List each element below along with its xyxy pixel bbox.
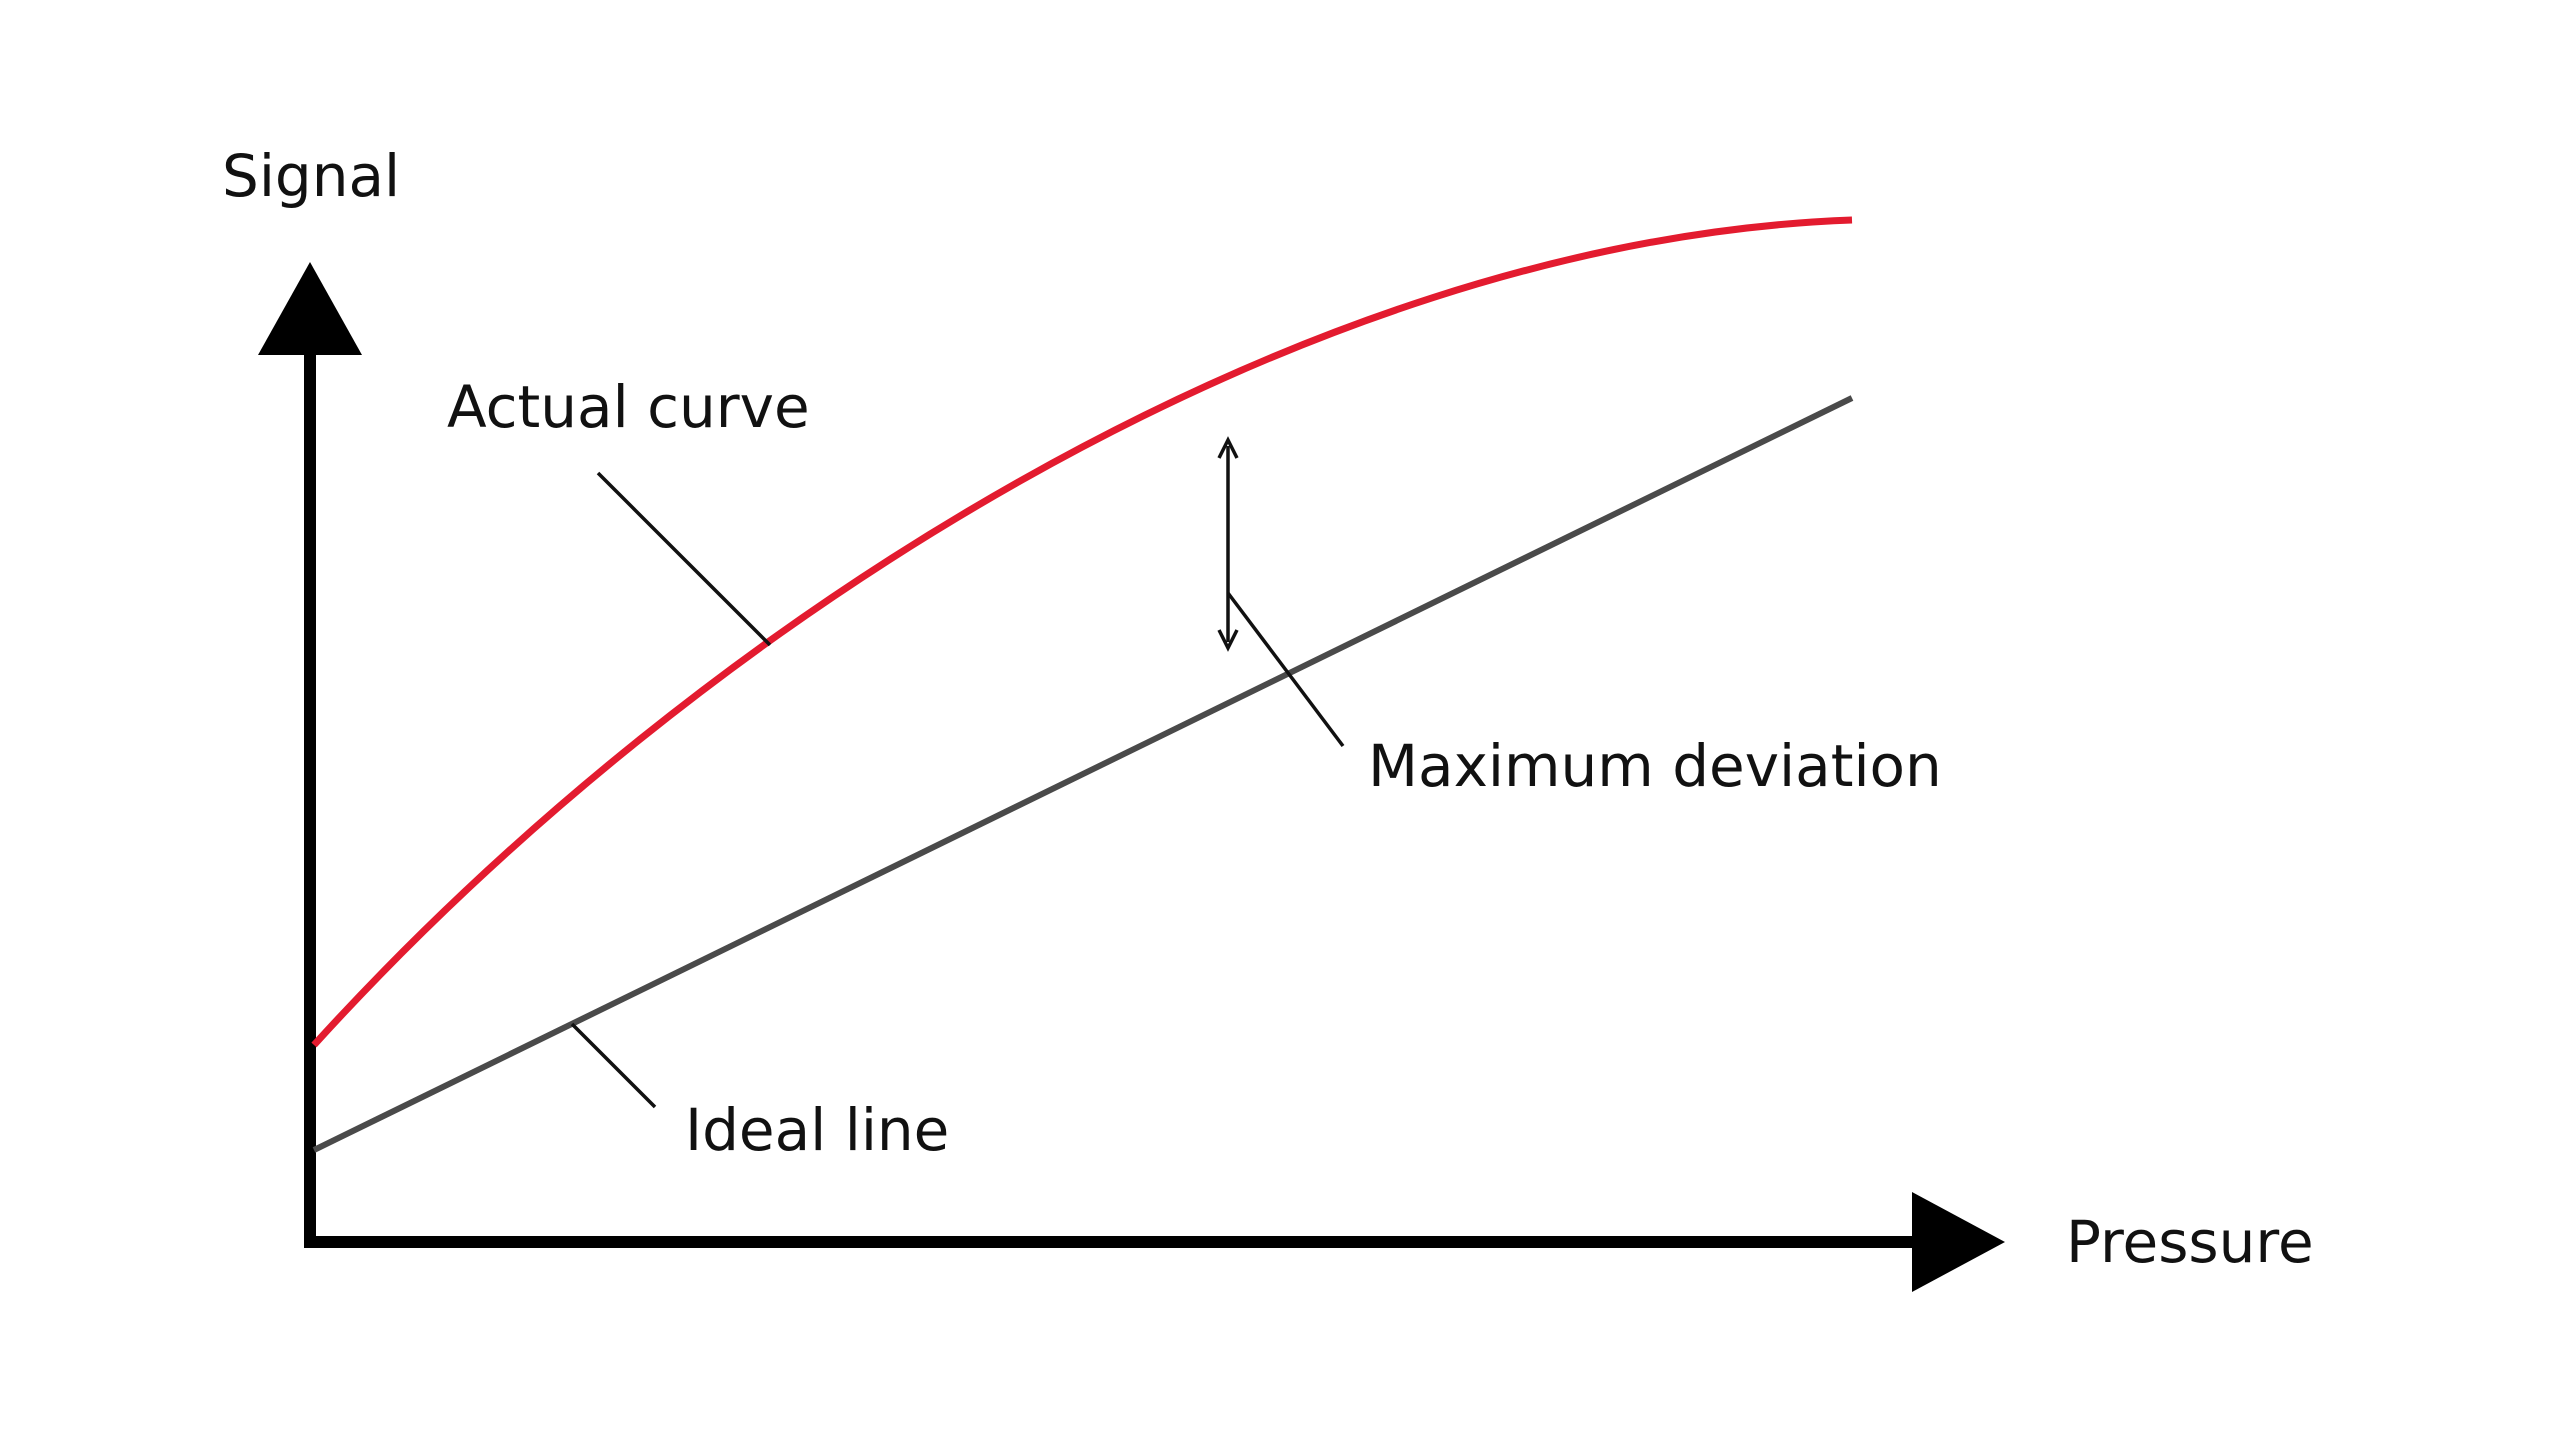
deviation-arrowhead-bottom [1217,629,1239,652]
y-axis-arrowhead [258,262,362,355]
maximum-deviation-arrow [1217,436,1239,652]
actual-curve-leader [596,471,772,647]
leader-lines [570,471,1345,1109]
actual-curve-label: Actual curve [447,373,810,441]
axes [258,262,2005,1292]
x-axis-label: Pressure [2066,1208,2314,1276]
deviation-arrowhead-top [1217,436,1239,459]
maximum-deviation-label: Maximum deviation [1368,732,1942,800]
ideal-line [312,395,1854,1153]
ideal-line-label: Ideal line [685,1096,949,1164]
actual-curve [311,216,1853,1048]
ideal-line-leader [570,1022,657,1109]
maximum-deviation-leader [1226,591,1345,748]
y-axis-label: Signal [222,142,400,210]
x-axis-arrowhead [1912,1192,2005,1292]
